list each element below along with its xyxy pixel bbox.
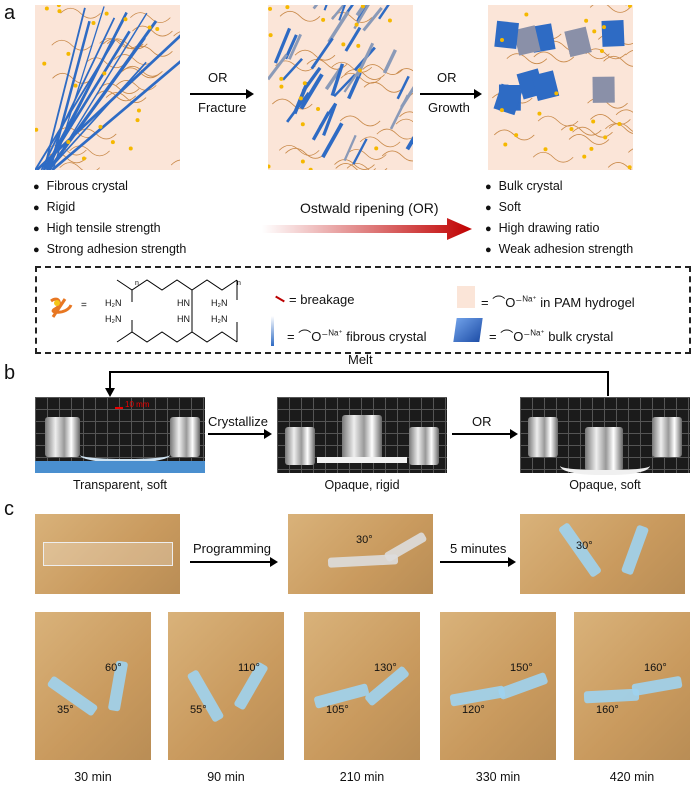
ostwald-label: Ostwald ripening (OR) bbox=[300, 200, 439, 216]
melt-label: Melt bbox=[348, 352, 373, 367]
bullet: Strong adhesion strength bbox=[33, 239, 187, 260]
photo-sample-330-min: 120° 150° bbox=[440, 612, 556, 760]
angle-label: 160° bbox=[644, 662, 667, 674]
pam-structure bbox=[116, 279, 238, 343]
photo-opaque-rigid bbox=[277, 397, 447, 473]
h2n: H₂N bbox=[211, 298, 228, 308]
programming-label: Programming bbox=[193, 541, 272, 556]
scale-bar-label: 10 mm bbox=[125, 400, 150, 409]
crystallize-label: Crystallize bbox=[208, 414, 268, 429]
bullet: Weak adhesion strength bbox=[485, 239, 634, 260]
eq: = bbox=[81, 300, 87, 311]
h2n: H₂N bbox=[211, 314, 228, 324]
time-caption: 330 min bbox=[475, 770, 521, 784]
bullet: Fibrous crystal bbox=[33, 176, 186, 197]
hydrogel-icon bbox=[457, 286, 475, 308]
five-minutes-arrow bbox=[440, 557, 516, 567]
photo-transparent-soft: 10 mm bbox=[35, 397, 205, 473]
programming-arrow bbox=[190, 557, 278, 567]
polymer-chain-icon bbox=[50, 297, 73, 318]
legend-box: = H₂N HN H₂N H₂N HN H₂N n n = breakage =… bbox=[35, 266, 691, 354]
h2n: H₂N bbox=[105, 298, 122, 308]
n: n bbox=[237, 280, 241, 287]
fibrous-crystal-icon bbox=[271, 316, 274, 346]
arrow2-bottom: Growth bbox=[428, 100, 470, 115]
angle-label: 30° bbox=[356, 534, 373, 546]
or-label: OR bbox=[472, 414, 492, 429]
caption: Opaque, soft bbox=[569, 478, 641, 492]
bullet: High tensile strength bbox=[33, 218, 186, 239]
pam-label: = ⌒O⁻Na⁺ in PAM hydrogel bbox=[481, 294, 635, 310]
five-minutes-label: 5 minutes bbox=[450, 541, 507, 556]
bulk-crystal-schematic bbox=[488, 5, 633, 170]
left-properties: Fibrous crystal Rigid High tensile stren… bbox=[33, 176, 187, 260]
angle-label: 30° bbox=[576, 540, 593, 552]
bulk-label: = ⌒O⁻Na⁺ bulk crystal bbox=[489, 328, 614, 344]
time-caption: 90 min bbox=[207, 770, 245, 784]
photo-sample-30-min: 35° 60° bbox=[35, 612, 151, 760]
bullet: High drawing ratio bbox=[485, 218, 633, 239]
right-properties: Bulk crystal Soft High drawing ratio Wea… bbox=[485, 176, 634, 260]
fibrous-label: = ⌒O⁻Na⁺ fibrous crystal bbox=[287, 328, 427, 344]
photo-sample-420-min: 160° 160° bbox=[574, 612, 690, 760]
hn: HN bbox=[177, 298, 190, 308]
hn: HN bbox=[177, 314, 190, 324]
bullet: Soft bbox=[485, 197, 633, 218]
panel-a-label: a bbox=[4, 2, 16, 24]
growth-arrow bbox=[420, 89, 482, 99]
angle-label: 35° bbox=[57, 704, 74, 716]
angle-label: 150° bbox=[510, 662, 533, 674]
photo-programmed: 30° bbox=[288, 514, 433, 594]
breakage-icon bbox=[275, 295, 285, 303]
caption: Transparent, soft bbox=[72, 478, 168, 492]
photo-opaque-soft bbox=[520, 397, 690, 475]
bullet: Bulk crystal bbox=[485, 176, 633, 197]
time-caption: 30 min bbox=[74, 770, 112, 784]
panel-b-label: b bbox=[4, 362, 16, 384]
angle-label: 160° bbox=[596, 704, 619, 716]
photo-initial-strip bbox=[35, 514, 180, 594]
angle-label: 110° bbox=[238, 662, 260, 674]
bulk-crystal-icon bbox=[453, 318, 483, 342]
panel-c-label: c bbox=[4, 498, 14, 520]
fractured-crystal-schematic bbox=[268, 5, 413, 170]
photo-after-five-minutes: 30° bbox=[520, 514, 685, 594]
arrow2-top: OR bbox=[437, 70, 457, 85]
melt-arrow bbox=[105, 371, 609, 397]
bullet: Rigid bbox=[33, 197, 186, 218]
h2n: H₂N bbox=[105, 314, 122, 324]
ostwald-gradient-arrow bbox=[262, 218, 472, 240]
photo-sample-210-min: 105° 130° bbox=[304, 612, 420, 760]
angle-label: 120° bbox=[462, 704, 485, 716]
fibrous-crystal-schematic bbox=[35, 5, 180, 170]
breakage-label: = breakage bbox=[289, 292, 355, 307]
fracture-arrow bbox=[190, 89, 254, 99]
arrow1-bottom: Fracture bbox=[198, 100, 247, 115]
angle-label: 60° bbox=[105, 662, 122, 674]
angle-label: 130° bbox=[374, 662, 397, 674]
time-caption: 210 min bbox=[339, 770, 385, 784]
n: n bbox=[135, 280, 139, 287]
or-arrow bbox=[452, 429, 518, 439]
photo-sample-90-min: 55° 110° bbox=[168, 612, 284, 760]
angle-label: 55° bbox=[190, 704, 207, 716]
crystallize-arrow bbox=[208, 429, 272, 439]
angle-label: 105° bbox=[326, 704, 349, 716]
time-caption: 420 min bbox=[609, 770, 655, 784]
caption: Opaque, rigid bbox=[324, 478, 400, 492]
arrow1-top: OR bbox=[208, 70, 228, 85]
